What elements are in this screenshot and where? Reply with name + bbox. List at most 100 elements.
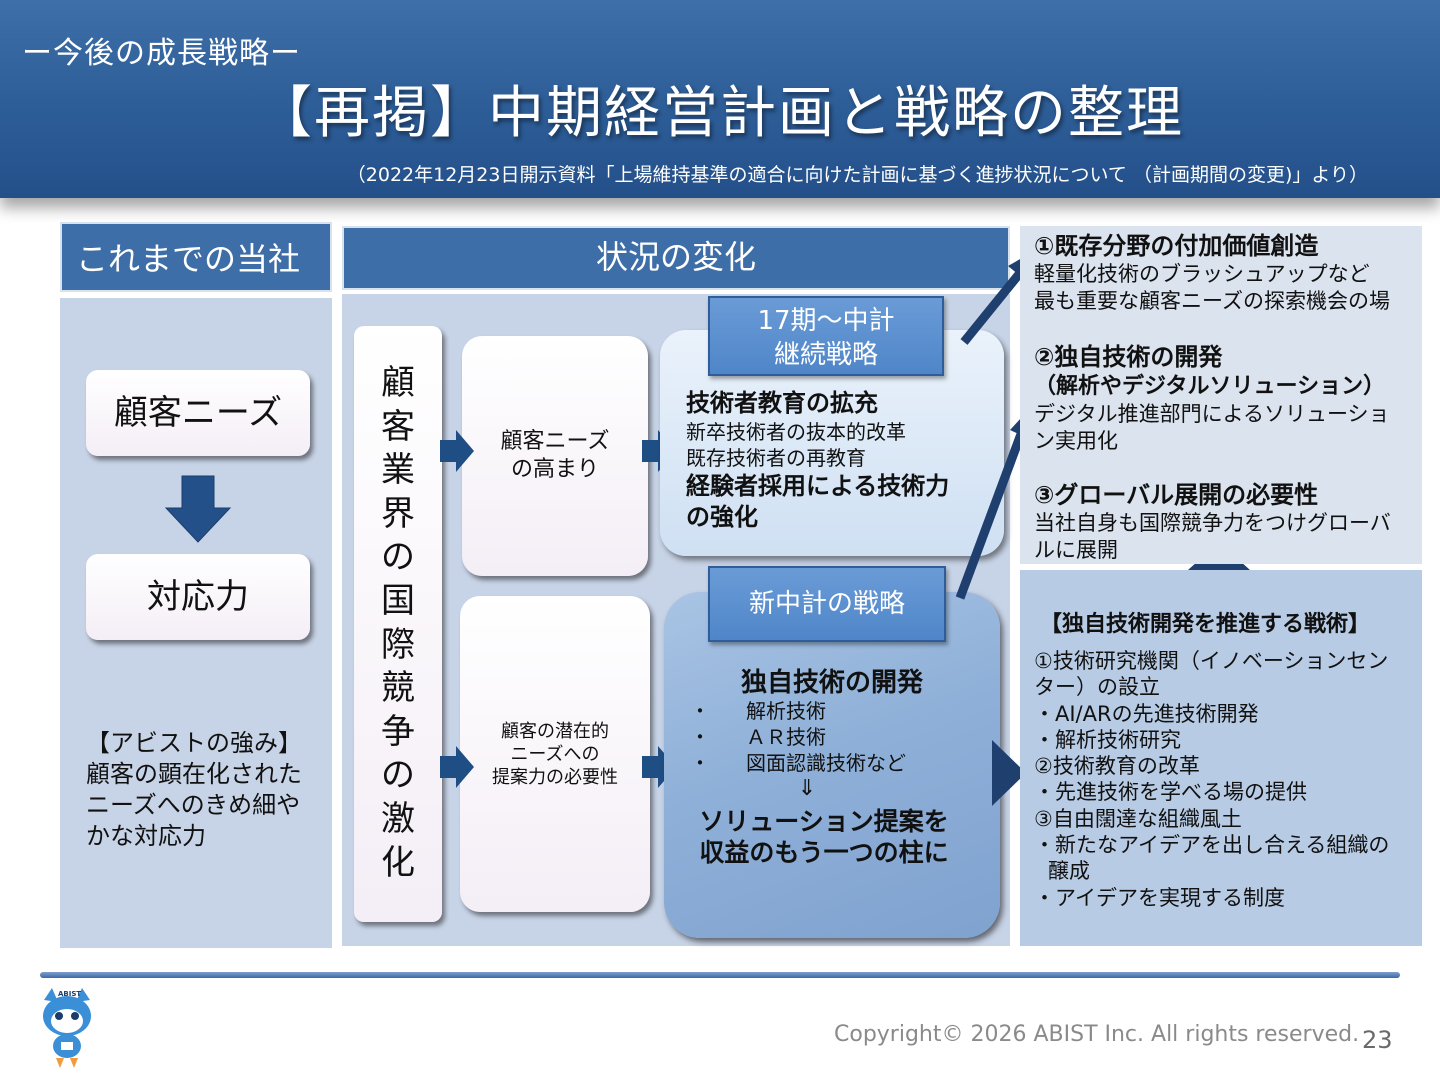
rising-needs-box — [462, 336, 648, 576]
latent-needs-box — [460, 596, 650, 912]
tactic-item: ②技術教育の改革 — [1034, 754, 1200, 779]
middle-heading-label: 状況の変化 — [595, 238, 756, 276]
bullet: ・ — [690, 699, 710, 723]
new-plan-strategy-box — [664, 592, 1000, 938]
strength-text: 【アビストの強み】 顧客の顕在化された ニーズへのきめ細や かな対応力 — [86, 728, 326, 852]
cat-mascot-logo: ABIST — [43, 988, 91, 1068]
right-arrow-icon — [440, 746, 474, 788]
pillar-heading: ③グローバル展開の必要性 — [1034, 481, 1319, 509]
continued-strategy-tag: 17期～中計 継続戦略 — [708, 296, 944, 376]
vertical-char: 国 — [381, 580, 415, 621]
list-item: ・ 解析技術 — [690, 698, 990, 724]
new-plan-title: 独自技術の開発 — [740, 668, 923, 698]
list-item: ・ ＡＲ技術 — [690, 724, 990, 750]
pillar-line: 軽量化技術のブラッシュアップなど — [1034, 262, 1370, 286]
customer-needs-box: 顧客ニーズ — [86, 370, 310, 456]
pillar-line: ルに展開 — [1034, 538, 1118, 562]
strategy-line: 新卒技術者の抜本的改革 — [686, 420, 906, 444]
vertical-char: 顧 — [381, 363, 415, 403]
strength-line: 顧客の顕在化された — [86, 760, 302, 788]
down-double-arrow-icon: ⇓ — [797, 776, 817, 801]
strength-line: ニーズへのきめ細や — [86, 791, 301, 819]
tactic-item: 醸成 — [1048, 859, 1090, 884]
vertical-char: 界 — [381, 493, 415, 534]
tag-line: 継続戦略 — [773, 340, 878, 370]
strength-line: 【アビストの強み】 — [86, 729, 302, 757]
copyright: Copyright© 2026 ABIST Inc. All rights re… — [834, 1022, 1360, 1047]
result-line: ソリューション提案を — [699, 807, 949, 836]
rising-needs-text: 顧客ニーズ の高まり — [462, 428, 648, 484]
page-number: 23 — [1362, 1026, 1393, 1054]
pillar-heading: ②独自技術の開発 — [1034, 343, 1223, 371]
industry-competition-box — [354, 326, 442, 922]
right-arrow-icon — [992, 740, 1026, 806]
new-plan-list: ・解析技術 ・ＡＲ技術 ・図面認識技術など — [690, 698, 990, 776]
tactics-list: ①技術研究機関（イノベーションセン ター）の設立 ・AI/ARの先進技術開発 ・… — [1034, 648, 1418, 911]
vertical-char: 際 — [381, 624, 415, 665]
pillar-line: ン実用化 — [1034, 429, 1118, 453]
growth-pillars-text: ①既存分野の付加価値創造 軽量化技術のブラッシュアップなど 最も重要な顧客ニーズ… — [1034, 232, 1418, 564]
bullet: ・ — [690, 725, 710, 749]
latent-needs-text: 顧客の潜在的 ニーズへの 提案力の必要性 — [460, 720, 650, 789]
strategy-heading: 経験者採用による技術力 — [686, 472, 950, 500]
tactic-item: ・新たなアイデアを出し合える組織の — [1034, 833, 1390, 858]
tactics-panel — [1020, 570, 1422, 946]
new-plan-tag: 新中計の戦略 — [708, 566, 946, 642]
middle-column-heading: 状況の変化 — [342, 226, 1010, 290]
new-plan-result: ソリューション提案を 収益のもう一つの柱に — [664, 806, 984, 868]
section-kicker: ー今後の成長戦略ー — [22, 36, 301, 71]
list-item: ・ 図面認識技術など — [690, 750, 990, 776]
right-arrow-icon — [440, 430, 474, 472]
rising-needs-line: の高まり — [510, 457, 599, 482]
pillar-line: 最も重要な顧客ニーズの探索機会の場 — [1034, 289, 1390, 313]
tag-line: 17期～中計 — [757, 306, 895, 336]
tactic-item: ・AI/ARの先進技術開発 — [1034, 701, 1259, 726]
vertical-char: 激 — [381, 798, 415, 839]
list-item-text: 図面認識技術など — [746, 751, 906, 775]
result-line: 収益のもう一つの柱に — [699, 838, 949, 867]
vertical-char: 業 — [381, 450, 415, 491]
tactic-item: ①技術研究機関（イノベーションセン — [1034, 649, 1389, 673]
tactic-item: ・先進技術を学べる場の提供 — [1034, 780, 1307, 805]
vertical-char: の — [381, 537, 415, 578]
latent-needs-line: 提案力の必要性 — [492, 767, 618, 788]
strategy-heading: の強化 — [686, 503, 758, 531]
left-heading-label: これまでの当社 — [76, 240, 301, 278]
latent-needs-line: 顧客の潜在的 — [501, 721, 609, 742]
left-column-heading: これまでの当社 — [60, 222, 332, 292]
logo-text: ABIST — [58, 990, 81, 998]
growth-pillars-panel — [1020, 226, 1422, 564]
vertical-char: 競 — [381, 668, 415, 709]
tactics-title: 【独自技術開発を推進する戦術】 — [1040, 612, 1371, 637]
down-arrow-icon — [164, 475, 232, 543]
strategy-line: 既存技術者の再教育 — [686, 446, 866, 470]
pillar-subheading: （解析やデジタルソリューション） — [1034, 374, 1386, 399]
latent-needs-line: ニーズへの — [510, 744, 600, 765]
list-item-text: 解析技術 — [746, 699, 826, 723]
vertical-char: 争 — [381, 711, 415, 752]
pillar-heading: ①既存分野の付加価値創造 — [1034, 232, 1319, 260]
tactic-item: ③自由闊達な組織風土 — [1034, 806, 1242, 831]
continued-strategy-text: 技術者教育の拡充 新卒技術者の抜本的改革 既存技術者の再教育 経験者採用による技… — [686, 388, 996, 533]
header-banner — [0, 0, 1440, 198]
pillar-line: 当社自身も国際競争力をつけグローバ — [1034, 511, 1391, 535]
slide-title: 【再掲】中期経営計画と戦略の整理 — [256, 81, 1184, 146]
strategy-heading: 技術者教育の拡充 — [686, 389, 878, 417]
right-arrow-icon — [642, 430, 676, 472]
tactic-item: ・解析技術研究 — [1034, 727, 1181, 752]
industry-competition-text: 顧客業界の国際競争の激化 — [354, 362, 442, 885]
list-item-text: ＡＲ技術 — [746, 725, 826, 749]
right-arrow-icon — [642, 746, 676, 788]
footer-divider — [40, 972, 1400, 978]
bullet: ・ — [690, 751, 710, 775]
rising-needs-line: 顧客ニーズ — [500, 429, 610, 454]
responsiveness-box: 対応力 — [86, 554, 310, 640]
source-note: （2022年12月23日開示資料「上場維持基準の適合に向けた計画に基づく進捗状況… — [346, 164, 1368, 186]
tactic-item: ター）の設立 — [1034, 675, 1160, 700]
vertical-char: 化 — [381, 842, 415, 883]
strength-line: かな対応力 — [86, 822, 206, 850]
vertical-char: 客 — [381, 406, 415, 447]
pillar-line: デジタル推進部門によるソリューショ — [1034, 402, 1390, 426]
up-arrow-icon — [1188, 542, 1250, 596]
tactic-item: ・アイデアを実現する制度 — [1034, 885, 1285, 910]
